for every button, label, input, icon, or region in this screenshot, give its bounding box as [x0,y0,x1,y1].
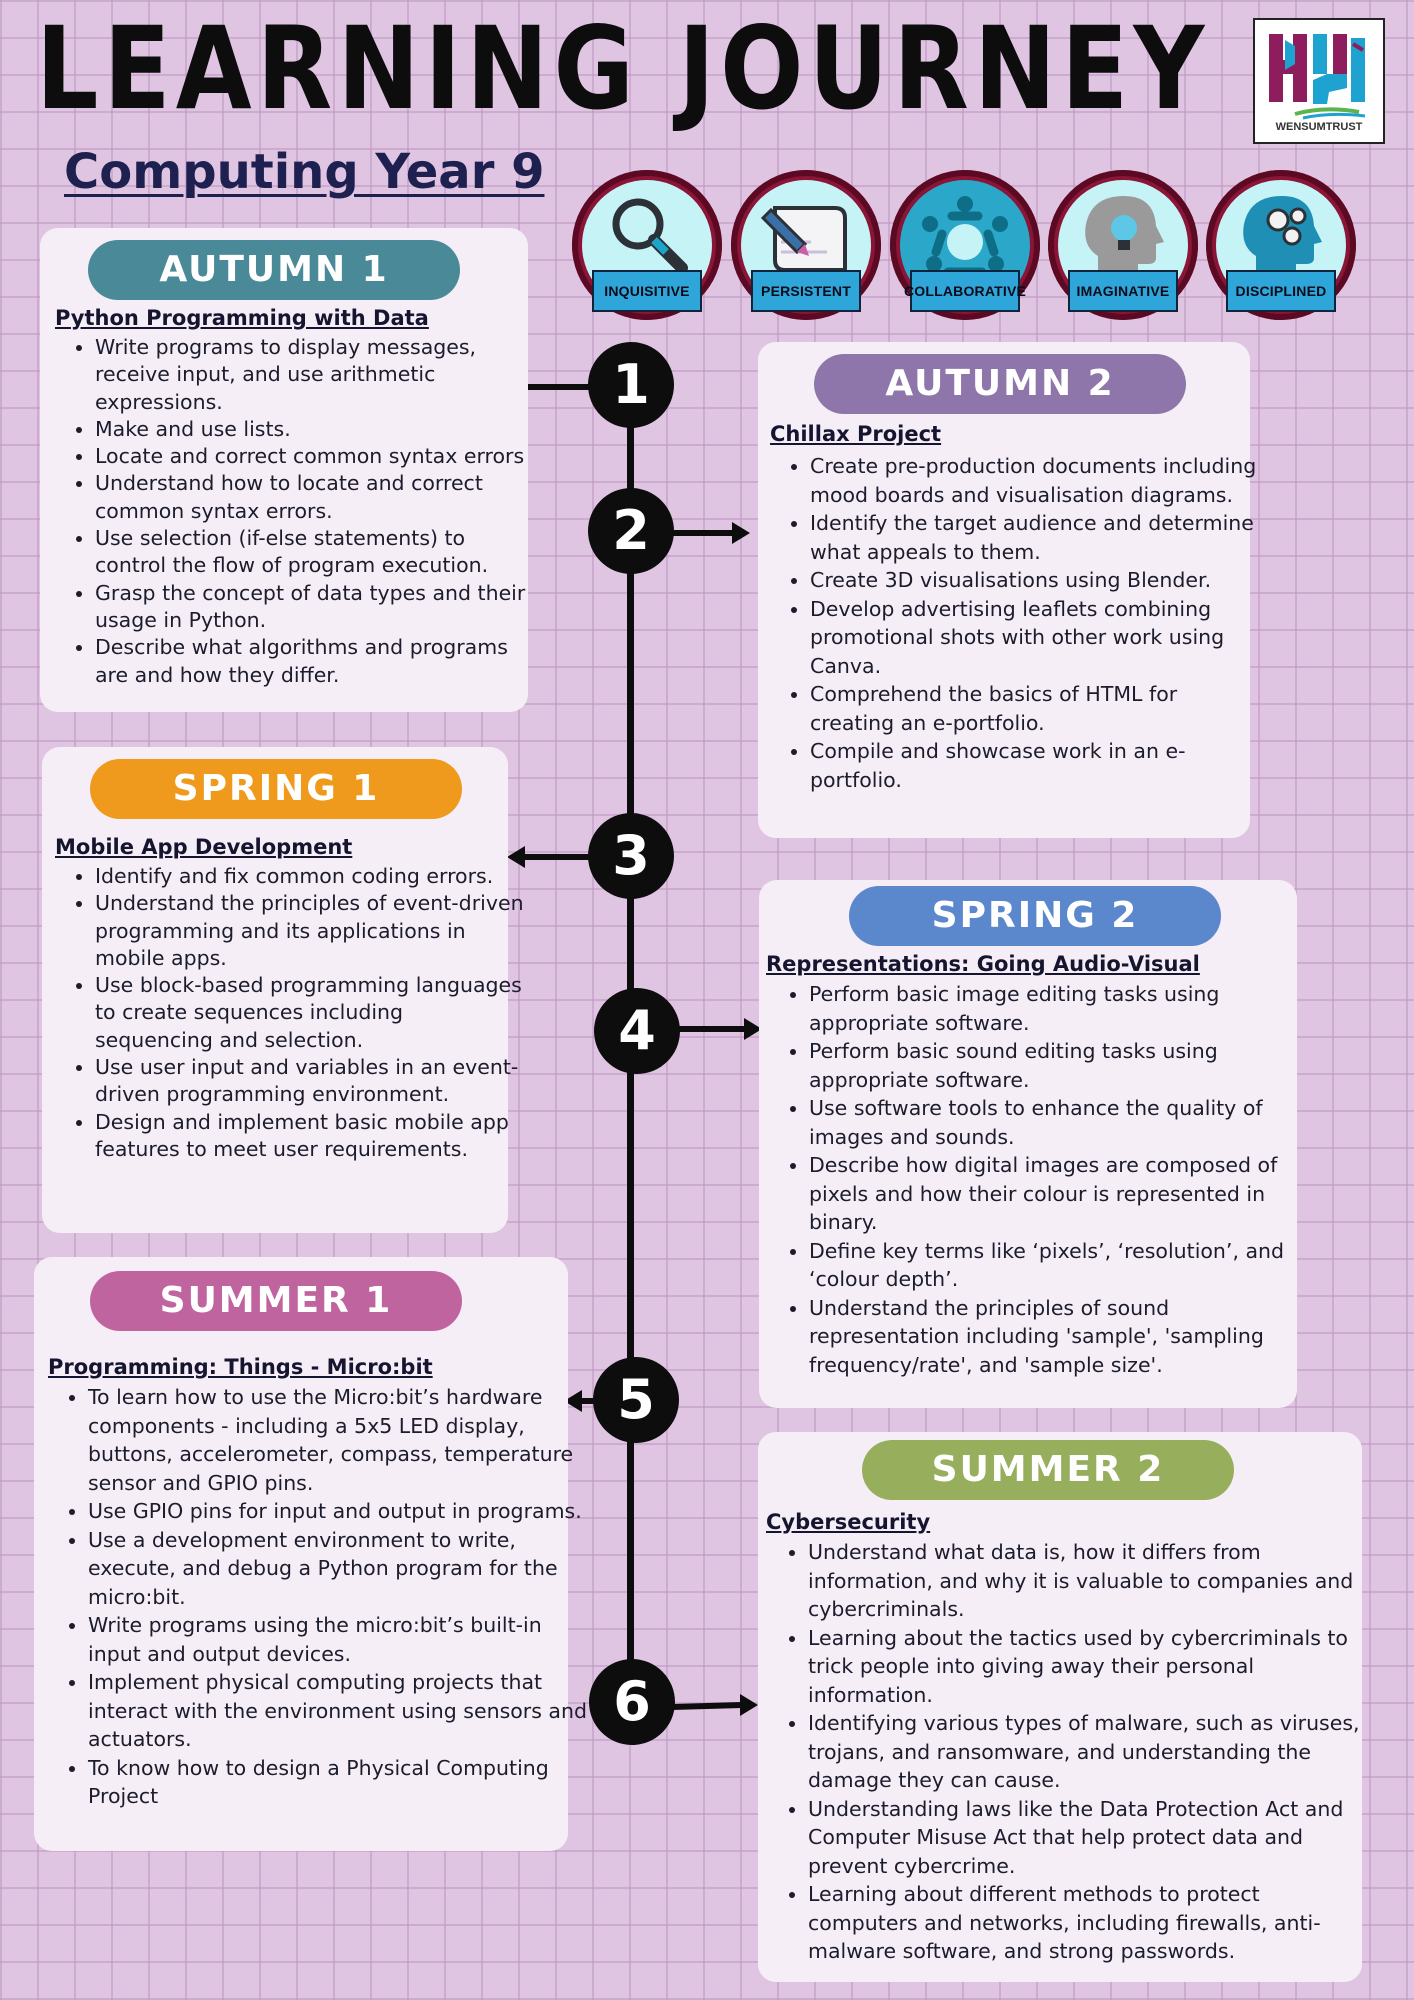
wensum-logo-icon [1269,34,1366,120]
arrow-right-icon [670,522,750,544]
pencil-scroll-icon [760,206,847,272]
list-item: Use a development environment to write, … [88,1526,588,1612]
term-card-autumn-1: AUTUMN 1 Python Programming with Data Wr… [40,228,528,712]
list-item: To learn how to use the Micro:bit’s hard… [88,1383,588,1497]
list-item: Comprehend the basics of HTML for creati… [810,680,1260,737]
list-item: Understand what data is, how it differs … [808,1538,1374,1624]
term-heading: SPRING 2 [849,886,1221,946]
term-card-autumn-2: AUTUMN 2 Chillax Project Create pre-prod… [758,342,1256,838]
list-item: Use GPIO pins for input and output in pr… [88,1497,588,1526]
list-item: Make and use lists. [95,416,535,443]
list-item: Use selection (if-else statements) to co… [95,525,535,580]
list-item: Learning about different methods to prot… [808,1880,1374,1966]
term-topic: Mobile App Development [55,835,353,859]
term-topic: Python Programming with Data [55,306,429,330]
value-label: COLLABORATIVE [904,270,1026,312]
value-badge-disciplined: DISCIPLINED [1206,170,1356,320]
people-circle-icon [922,196,1008,277]
arrow-left-icon [507,846,593,868]
list-item: Identifying various types of malware, su… [808,1709,1374,1795]
arrow-right-icon [672,1694,758,1716]
value-label: INQUISITIVE [592,270,702,312]
list-item: Understand the principles of sound repre… [809,1294,1309,1380]
list-item: Understand the principles of event-drive… [95,890,527,972]
magnifier-icon [612,198,688,274]
list-item: Describe what algorithms and programs ar… [95,634,535,689]
list-item: Design and implement basic mobile app fe… [95,1109,527,1164]
lightbulb-head-icon [1085,196,1164,276]
term-topic: Programming: Things - Micro:bit [48,1355,433,1379]
term-bullet-list: Understand what data is, how it differs … [768,1538,1374,1966]
list-item: Use user input and variables in an event… [95,1054,527,1109]
list-item: Implement physical computing projects th… [88,1668,588,1754]
value-label: PERSISTENT [751,270,861,312]
list-item: Perform basic image editing tasks using … [809,980,1309,1037]
list-item: Use software tools to enhance the qualit… [809,1094,1309,1151]
gears-head-icon [1243,196,1322,276]
timeline-node-6: 6 [589,1659,675,1745]
term-topic: Chillax Project [770,422,942,446]
value-label: DISCIPLINED [1226,270,1336,312]
value-badge-persistent: PERSISTENT [731,170,881,320]
term-bullet-list: To learn how to use the Micro:bit’s hard… [48,1383,588,1811]
list-item: Grasp the concept of data types and thei… [95,580,535,635]
term-heading: SUMMER 2 [862,1440,1234,1500]
value-badge-imaginative: IMAGINATIVE [1048,170,1198,320]
list-item: Write programs using the micro:bit’s bui… [88,1611,588,1668]
term-card-spring-2: SPRING 2 Representations: Going Audio-Vi… [759,880,1297,1408]
value-badge-collaborative: COLLABORATIVE [890,170,1040,320]
term-topic: Representations: Going Audio-Visual [766,952,1200,976]
list-item: Learning about the tactics used by cyber… [808,1624,1374,1710]
term-bullet-list: Perform basic image editing tasks using … [769,980,1309,1379]
list-item: Identify and fix common coding errors. [95,863,527,890]
list-item: Understand how to locate and correct com… [95,470,535,525]
list-item: Create 3D visualisations using Blender. [810,566,1260,595]
list-item: Describe how digital images are composed… [809,1151,1309,1237]
timeline-node-1: 1 [588,342,674,428]
list-item: Use block-based programming languages to… [95,972,527,1054]
list-item: Locate and correct common syntax errors [95,443,535,470]
term-bullet-list: Identify and fix common coding errors. U… [55,863,527,1163]
arrow-right-icon [676,1018,762,1040]
list-item: Perform basic sound editing tasks using … [809,1037,1309,1094]
timeline-node-3: 3 [588,813,674,899]
term-bullet-list: Create pre-production documents includin… [770,452,1260,794]
term-heading: AUTUMN 1 [88,240,460,300]
value-label: IMAGINATIVE [1068,270,1178,312]
list-item: To know how to design a Physical Computi… [88,1754,588,1811]
timeline-node-4: 4 [594,988,680,1074]
list-item: Understanding laws like the Data Protect… [808,1795,1374,1881]
timeline-node-2: 2 [588,488,674,574]
list-item: Develop advertising leaflets combining p… [810,595,1260,681]
term-card-summer-2: SUMMER 2 Cybersecurity Understand what d… [758,1432,1362,1982]
term-card-summer-1: SUMMER 1 Programming: Things - Micro:bit… [34,1257,587,1851]
arrow-left-icon [564,1390,598,1412]
page-subtitle: Computing Year 9 [64,144,545,200]
term-heading: SPRING 1 [90,759,462,819]
term-heading: AUTUMN 2 [814,354,1186,414]
page-title: LEARNING JOURNEY [36,2,1210,135]
list-item: Write programs to display messages, rece… [95,334,535,416]
term-bullet-list: Write programs to display messages, rece… [55,334,535,689]
school-logo: WENSUMTRUST [1253,18,1385,144]
logo-text: WENSUMTRUST [1275,121,1363,133]
term-topic: Cybersecurity [766,1510,931,1534]
term-card-spring-1: SPRING 1 Mobile App Development Identify… [42,747,524,1233]
timeline-node-5: 5 [593,1357,679,1443]
value-badge-inquisitive: INQUISITIVE [572,170,722,320]
list-item: Define key terms like ‘pixels’, ‘resolut… [809,1237,1309,1294]
term-heading: SUMMER 1 [90,1271,462,1331]
list-item: Create pre-production documents includin… [810,452,1260,509]
list-item: Identify the target audience and determi… [810,509,1260,566]
list-item: Compile and showcase work in an e-portfo… [810,737,1260,794]
